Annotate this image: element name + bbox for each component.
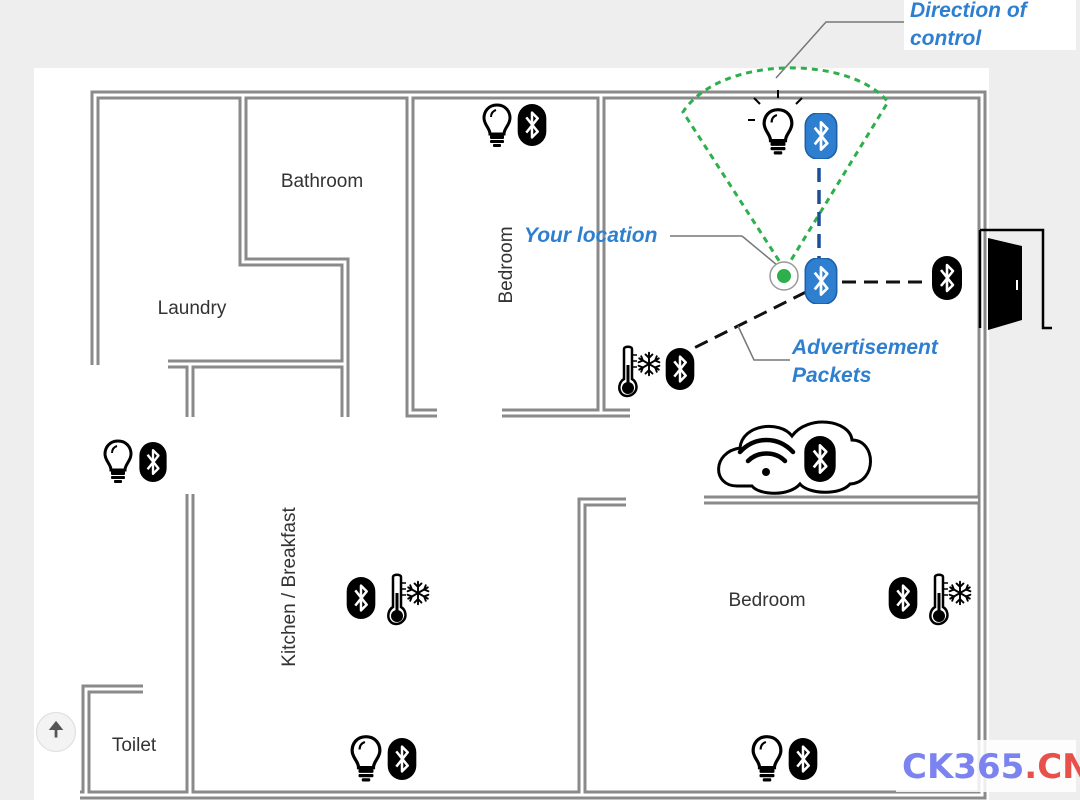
control-cone (681, 66, 890, 273)
room-label-toilet: Toilet (112, 735, 157, 756)
direction-of-control-callout: Direction of control (775, 0, 1076, 79)
your-location-callout: Your location (524, 224, 784, 271)
bluetooth-icon[interactable] (931, 256, 963, 300)
arrow-up-icon: 🠉 (47, 719, 65, 741)
watermark-text: CK365.CN (902, 747, 1080, 787)
device-bulb-controlled[interactable] (748, 90, 838, 159)
door-icon (978, 228, 1052, 330)
your-location-label: Your location (524, 224, 657, 247)
location-marker-icon (769, 261, 799, 291)
bluetooth-icon (888, 577, 918, 619)
wifi-icon (737, 437, 796, 476)
room-label-bedroom-top: Bedroom (496, 226, 517, 303)
direction-label-line1: Direction of (910, 0, 1029, 22)
bluetooth-icon (138, 442, 168, 482)
direction-label-line2: control (910, 27, 982, 50)
advertisement-label-line2: Packets (792, 364, 871, 387)
room-label-bedroom-bottom: Bedroom (728, 590, 805, 611)
bluetooth-icon[interactable] (804, 258, 838, 304)
bluetooth-icon (517, 104, 547, 146)
walls (80, 90, 987, 800)
watermark: CK365.CN (896, 740, 1080, 792)
bluetooth-icon (788, 738, 818, 780)
bluetooth-icon (665, 348, 695, 390)
advertisement-packets-callout: Advertisement Packets (737, 325, 939, 387)
scroll-to-top-button[interactable]: 🠉 (36, 712, 76, 752)
bluetooth-icon (346, 577, 376, 619)
bluetooth-icon (804, 436, 836, 482)
bluetooth-icon (804, 113, 838, 159)
room-label-kitchen: Kitchen / Breakfast (279, 507, 300, 667)
room-label-laundry: Laundry (158, 298, 227, 319)
advertisement-label-line1: Advertisement (791, 336, 939, 359)
room-label-bathroom: Bathroom (281, 171, 363, 192)
wifi-gateway[interactable] (717, 420, 872, 495)
light-rays (748, 90, 803, 121)
advertisement-links (689, 280, 930, 352)
bluetooth-icon (387, 738, 417, 780)
